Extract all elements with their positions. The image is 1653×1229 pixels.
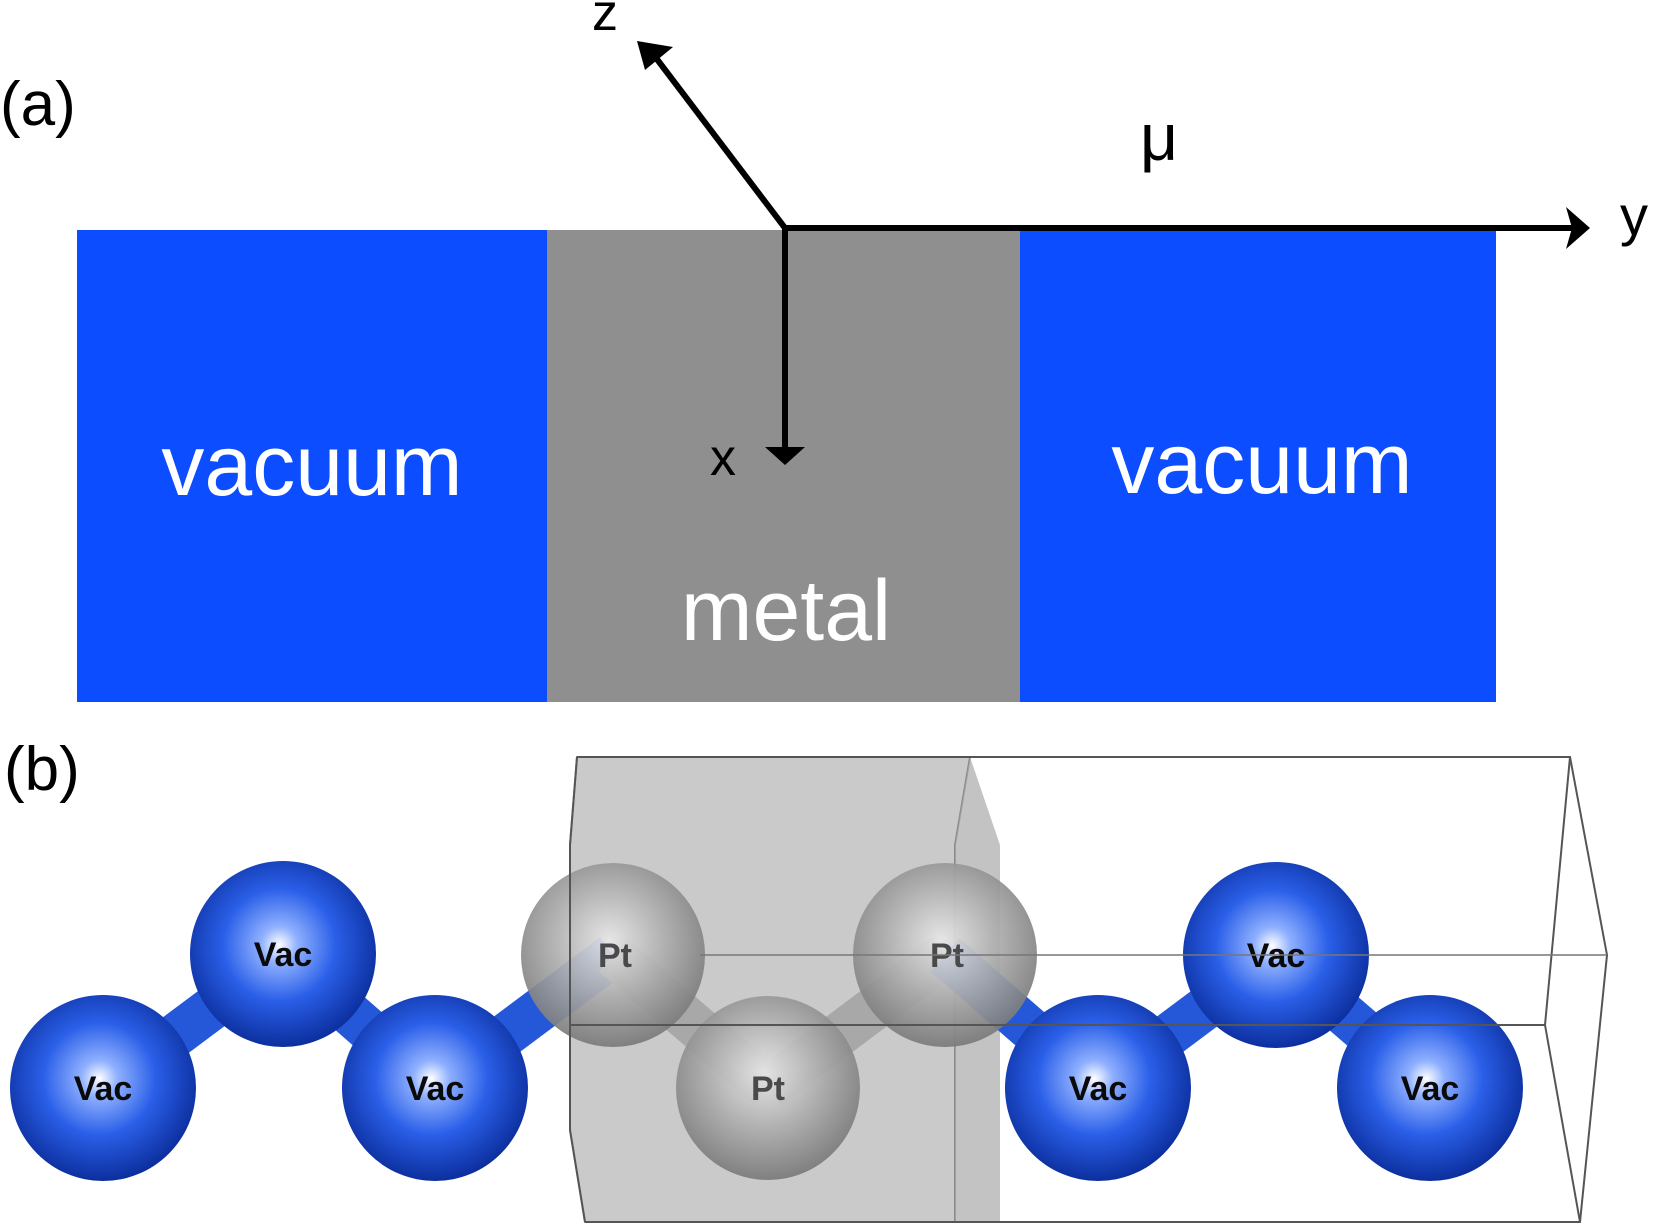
vac-atom-sphere (190, 861, 376, 1047)
atoms: Vac Vac Vac Pt Pt Pt (10, 861, 1523, 1181)
unit-cell-wireframe (569, 756, 1609, 1223)
atom-label: Vac (254, 936, 313, 974)
vac-atom-sphere (1337, 995, 1523, 1181)
atom-label: Pt (751, 1070, 785, 1108)
atom-label: Vac (74, 1070, 133, 1108)
mu-label: μ (1140, 100, 1178, 174)
atom-label: Vac (1069, 1070, 1128, 1108)
vacuum-label-right: vacuum (1111, 416, 1412, 512)
vac-atom-sphere (342, 995, 528, 1181)
pt-atom-sphere (676, 996, 860, 1180)
vacuum-region-right (1020, 230, 1496, 702)
atom-vac-2: Vac (190, 861, 376, 1047)
panel-b-label: (b) (4, 735, 80, 804)
atom-vac-1: Vac (10, 995, 196, 1181)
vacuum-label-left: vacuum (161, 418, 462, 514)
atom-label: Vac (1247, 937, 1306, 975)
atom-vac-4: Vac (1005, 995, 1191, 1181)
z-axis-label: z (592, 0, 618, 42)
vac-atom-sphere (1005, 995, 1191, 1181)
vacuum-region-left (77, 230, 547, 702)
panel-a: (a) vacuum metal vacuum z y x μ (0, 0, 1648, 702)
z-axis-arrowhead (637, 41, 673, 70)
y-axis-arrowhead (1566, 207, 1590, 249)
x-axis-label: x (710, 429, 736, 487)
atom-label: Vac (406, 1070, 465, 1108)
atom-label: Pt (598, 937, 632, 975)
panel-b: (b) Vac Vac Vac (4, 735, 1609, 1223)
vac-atom-sphere (10, 995, 196, 1181)
y-axis-label: y (1620, 184, 1648, 247)
z-axis-arrow (647, 48, 788, 230)
x-axis-arrowhead (765, 447, 805, 465)
pt-atom-sphere (521, 863, 705, 1047)
atom-pt-2: Pt (676, 996, 860, 1180)
metal-label: metal (681, 563, 891, 659)
panel-a-label: (a) (0, 70, 76, 139)
atom-vac-3: Vac (342, 995, 528, 1181)
atom-vac-6: Vac (1337, 995, 1523, 1181)
atom-label: Vac (1401, 1070, 1460, 1108)
atom-pt-1: Pt (521, 863, 705, 1047)
atom-label: Pt (930, 937, 964, 975)
